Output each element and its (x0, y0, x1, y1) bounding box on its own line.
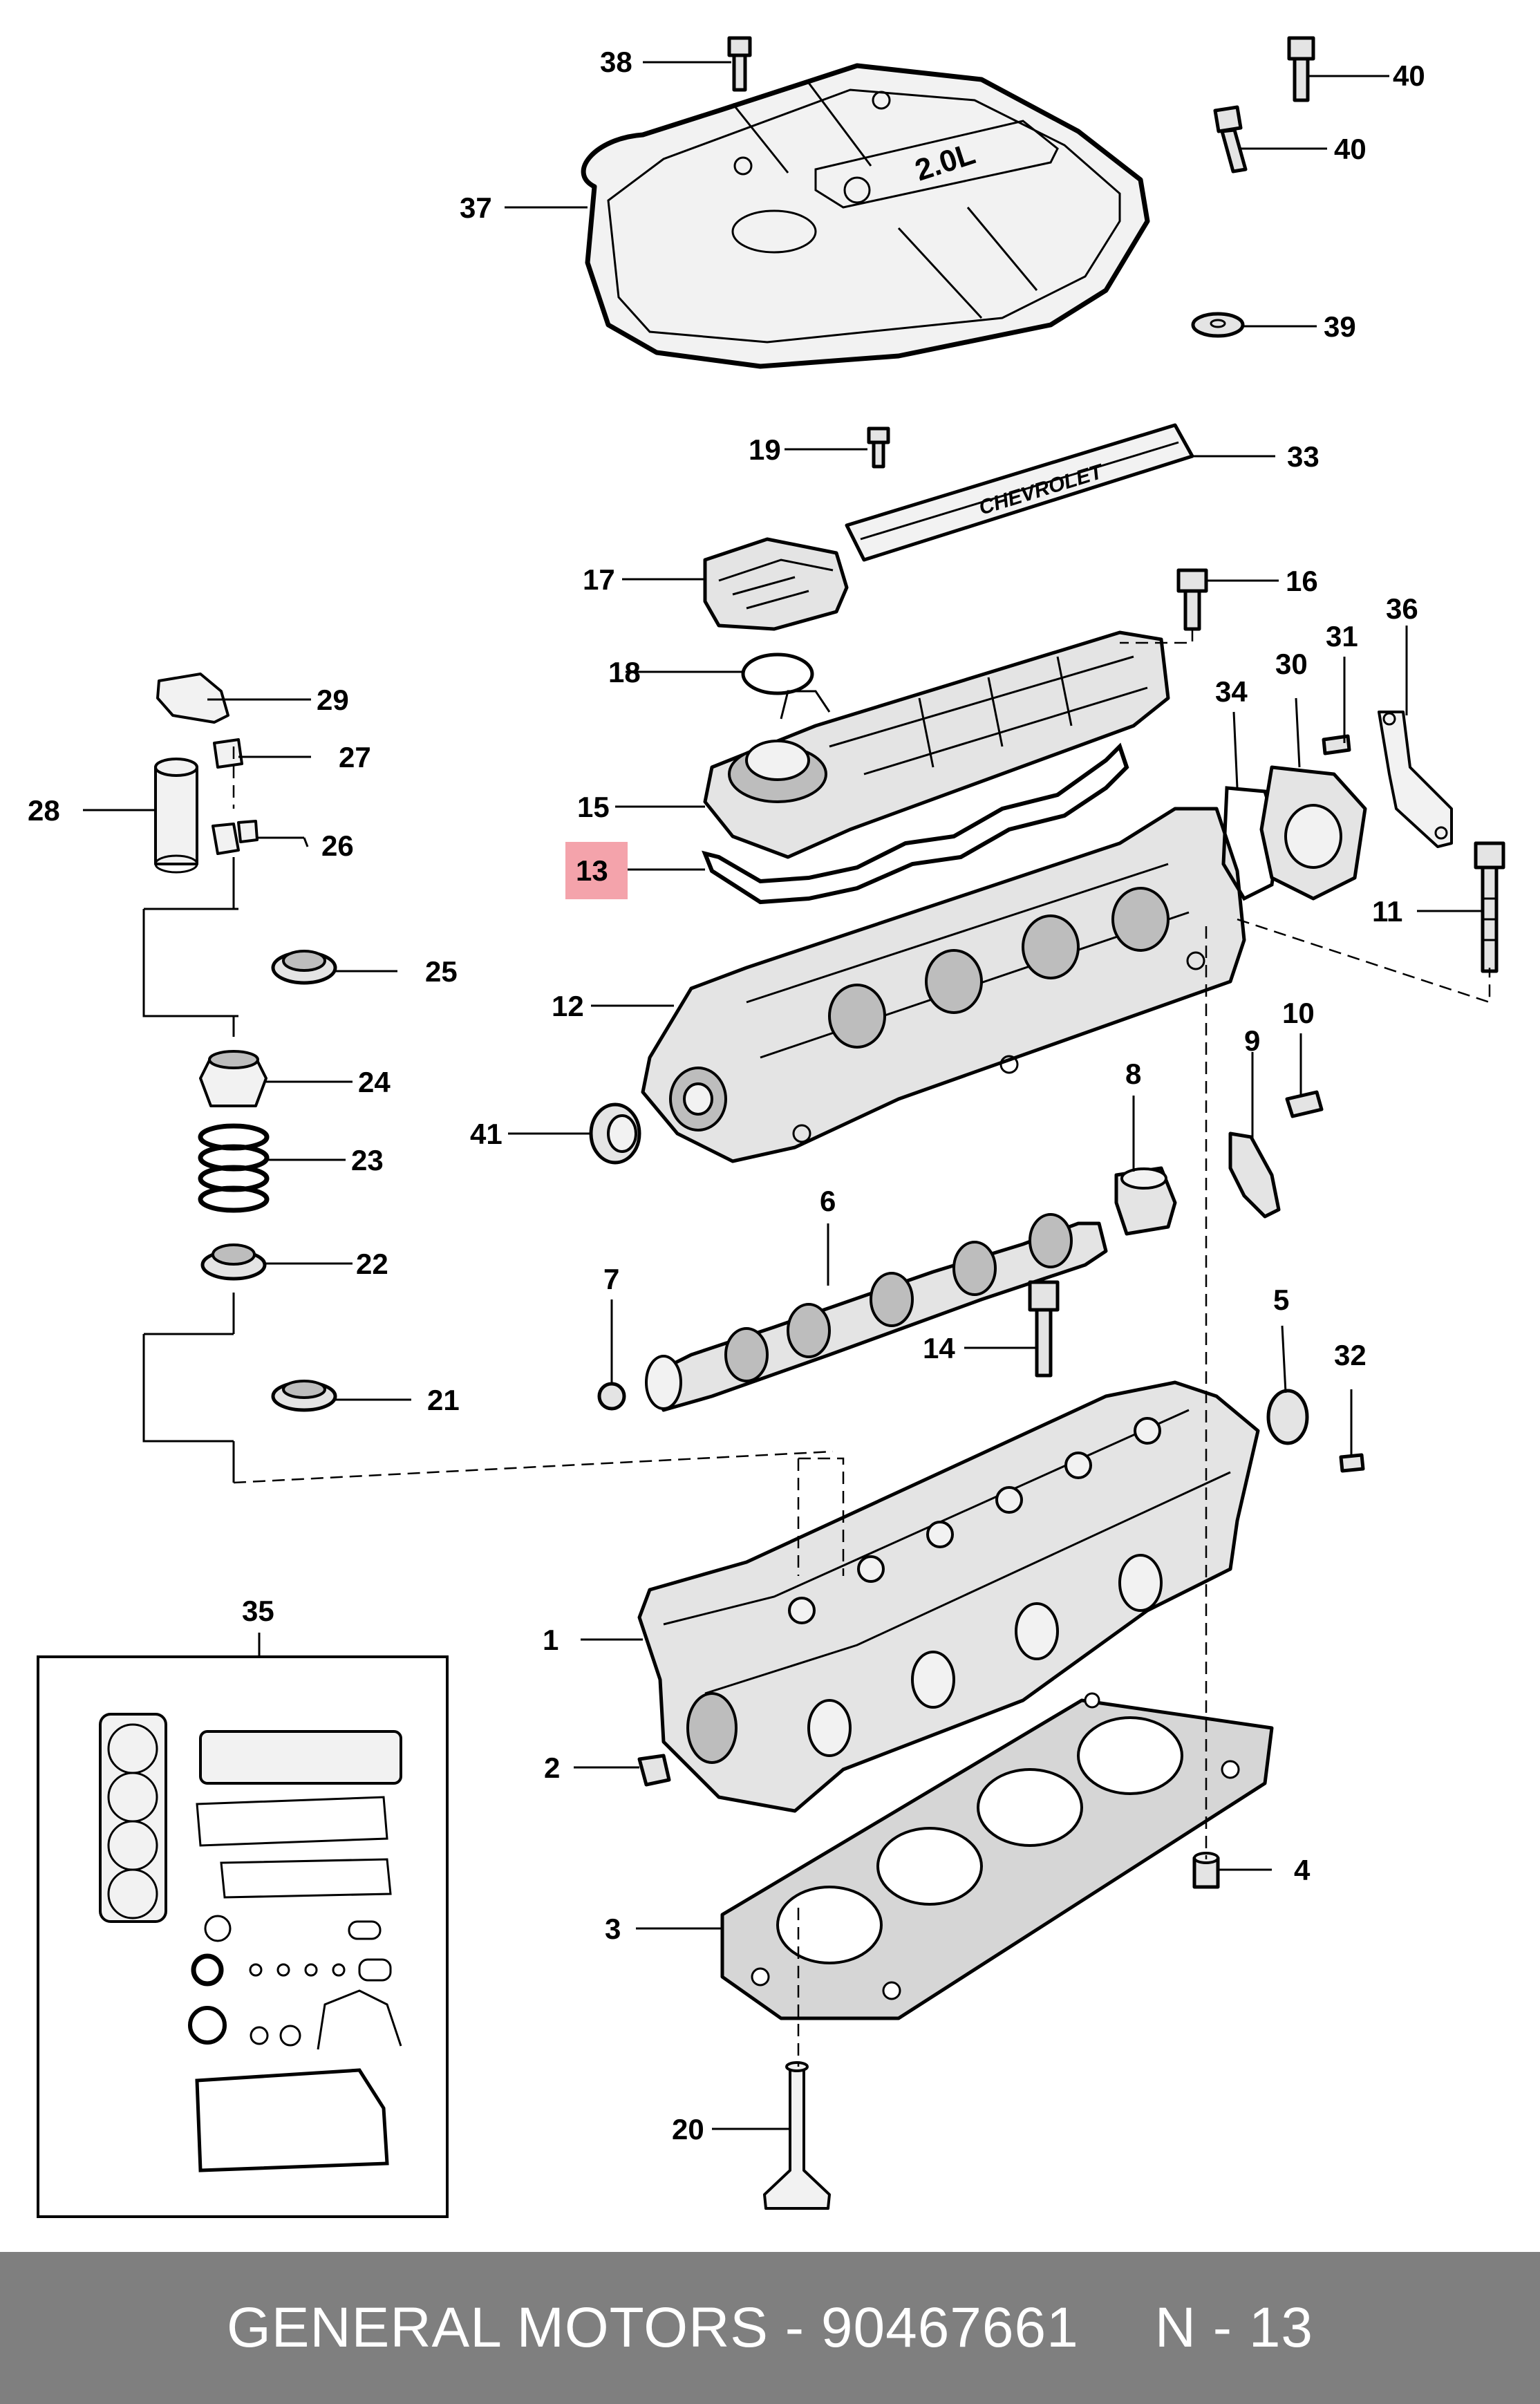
cover-gasket-13 (702, 742, 1129, 905)
ball-7 (597, 1382, 626, 1411)
callout-10[interactable]: 10 (1282, 997, 1315, 1029)
screw-19 (867, 426, 890, 469)
bolt-38 (727, 36, 752, 92)
callout-13[interactable]: 13 (576, 854, 608, 887)
callout-23[interactable]: 23 (351, 1144, 384, 1176)
callout-13-highlight (565, 842, 628, 899)
callout-22[interactable]: 22 (356, 1248, 388, 1280)
footer-part-number: 90467661 (820, 2296, 1079, 2359)
callout-9[interactable]: 9 (1244, 1024, 1260, 1057)
callout-31[interactable]: 31 (1326, 620, 1358, 652)
bracket-36 (1378, 711, 1453, 848)
callout-40[interactable]: 40 (1393, 59, 1425, 92)
callout-32[interactable]: 32 (1334, 1339, 1367, 1371)
cylinder-head-1 (637, 1380, 1260, 1813)
gasket-34 (1221, 786, 1281, 901)
parts-diagram: 2.0L CHEVROLET (28, 36, 1505, 2218)
callout-17[interactable]: 17 (583, 563, 615, 596)
leader-lines (83, 61, 1483, 2130)
callout-24[interactable]: 24 (358, 1066, 391, 1098)
callout-40[interactable]: 40 (1334, 133, 1367, 165)
callout-2[interactable]: 2 (544, 1752, 560, 1784)
callout-6[interactable]: 6 (820, 1185, 836, 1217)
keepers-26 (212, 820, 259, 855)
screw-31 (1322, 734, 1351, 755)
callout-19[interactable]: 19 (749, 433, 781, 466)
rocker-arm-29 (156, 673, 229, 724)
camshaft-cover-15 (703, 630, 1170, 859)
o-ring-18 (741, 652, 814, 695)
bolt-14 (1028, 1280, 1060, 1378)
callout-8[interactable]: 8 (1125, 1058, 1141, 1090)
callout-14[interactable]: 14 (923, 1332, 955, 1364)
callout-28[interactable]: 28 (28, 794, 60, 827)
gasket-kit-35 (37, 1655, 449, 2218)
housing-30 (1259, 765, 1367, 901)
callout-1[interactable]: 1 (543, 1624, 558, 1656)
callout-41[interactable]: 41 (470, 1118, 503, 1150)
callout-29[interactable]: 29 (317, 684, 349, 716)
valve-seal-22 (200, 1243, 267, 1281)
callout-20[interactable]: 20 (672, 2113, 704, 2145)
screw-10 (1285, 1090, 1324, 1118)
footer-separator: - (785, 2296, 805, 2359)
callout-15[interactable]: 15 (577, 791, 610, 823)
clip-27 (213, 738, 243, 769)
callout-11[interactable]: 11 (1372, 895, 1402, 928)
thrust-plate-9 (1228, 1131, 1281, 1219)
footer-ref: N - 13 (1154, 2296, 1314, 2359)
plug-5 (1266, 1389, 1309, 1445)
retainer-25 (271, 950, 337, 985)
footer-brand: GENERAL MOTORS (226, 2296, 769, 2359)
callout-5[interactable]: 5 (1273, 1284, 1289, 1316)
valve-20 (763, 2061, 831, 2210)
head-gasket-3 (720, 1692, 1274, 2020)
callout-16[interactable]: 16 (1286, 565, 1318, 597)
pin-32 (1339, 1453, 1365, 1473)
callout-37[interactable]: 37 (460, 191, 492, 224)
seal-41 (589, 1102, 641, 1165)
callout-25[interactable]: 25 (425, 955, 458, 988)
washer-39 (1191, 312, 1245, 338)
camshaft-housing-12 (641, 807, 1246, 1163)
callout-21[interactable]: 21 (427, 1384, 460, 1416)
callout-18[interactable]: 18 (608, 656, 641, 688)
callout-35[interactable]: 35 (242, 1595, 274, 1627)
callout-7[interactable]: 7 (603, 1263, 619, 1295)
footer-text: GENERAL MOTORS - 90467661 N - 13 (227, 2295, 1313, 2360)
plug-2 (637, 1754, 671, 1787)
spring-seat-24 (199, 1050, 267, 1107)
callout-27[interactable]: 27 (339, 741, 371, 773)
callout-30[interactable]: 30 (1275, 648, 1308, 680)
valve-spring-23 (198, 1123, 270, 1213)
footer-bar: GENERAL MOTORS - 90467661 N - 13 (0, 2252, 1540, 2404)
bushing-8 (1114, 1166, 1177, 1236)
callout-labels: 38 40 40 37 39 19 33 17 16 18 31 36 30 3… (28, 46, 1425, 2145)
bolt-11 (1474, 841, 1505, 973)
camshaft-6 (645, 1213, 1108, 1412)
callout-3[interactable]: 3 (605, 1913, 621, 1945)
callout-26[interactable]: 26 (321, 829, 354, 862)
oil-cap-17 (703, 537, 849, 631)
washer-21 (271, 1380, 337, 1412)
callout-34[interactable]: 34 (1215, 675, 1248, 708)
bolt-40a (1287, 36, 1315, 102)
bolt-16 (1176, 568, 1208, 631)
callout-4[interactable]: 4 (1294, 1854, 1311, 1886)
callout-12[interactable]: 12 (552, 990, 584, 1022)
callout-33[interactable]: 33 (1287, 440, 1320, 473)
lifter-28 (154, 758, 198, 874)
engine-cover: 2.0L (581, 63, 1150, 369)
bolt-40b (1213, 105, 1248, 173)
trim-rail-33: CHEVROLET (845, 423, 1194, 562)
callout-36[interactable]: 36 (1386, 592, 1418, 625)
callout-39[interactable]: 39 (1324, 310, 1356, 343)
callout-38[interactable]: 38 (600, 46, 632, 78)
